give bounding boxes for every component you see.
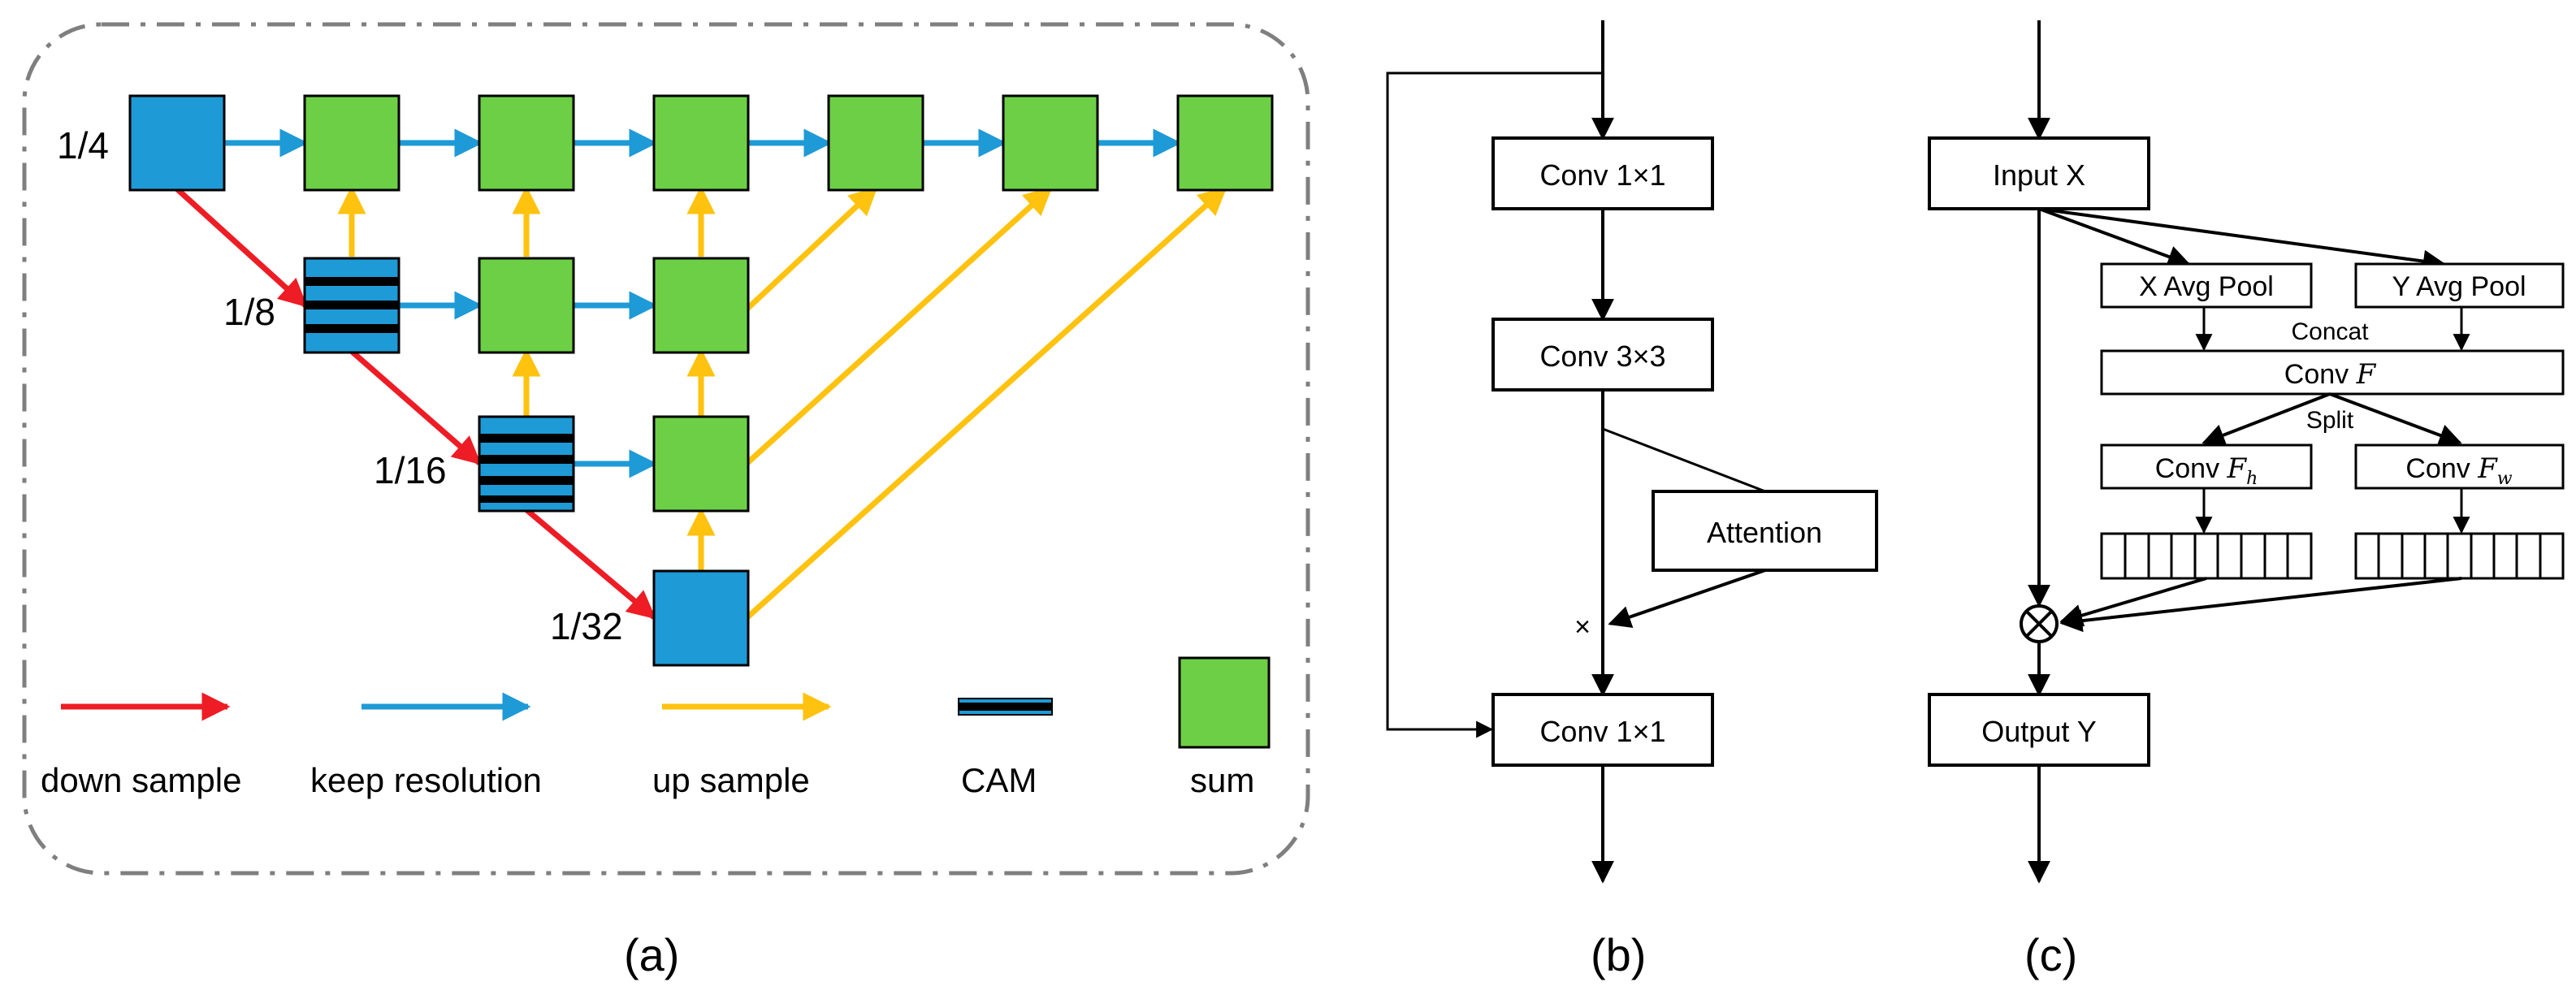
conv3x3-label: Conv 3×3 [1539,340,1665,373]
legend-keep-label: keep resolution [310,761,542,799]
attention-label: Attention [1707,516,1822,549]
y-avg-pool-label: Y Avg Pool [2392,271,2526,302]
panel-b [1386,20,1878,884]
attention-box [1652,490,1878,572]
cam-block-1-8 [303,257,400,354]
caption-a: (a) [624,929,679,980]
conv-fh-label: Conv Fh [2155,452,2258,489]
input-label: Input X [1993,158,2085,192]
scale-label-1-16: 1/16 [374,449,447,491]
conv1x1-top-box [1491,136,1714,210]
input-box [1928,136,2150,210]
conv1x1-top-label: Conv 1×1 [1539,158,1665,192]
up-arrow-d1 [745,186,878,311]
output-box [1928,693,2150,767]
split-label: Split [2306,407,2354,434]
sum-block-r1-6 [1176,94,1274,192]
sum-block-r1-5 [1002,94,1099,192]
conv-fw-box [2354,443,2565,490]
multiply-circle-icon [2020,604,2059,643]
conv-fw-label: Conv Fw [2405,452,2512,489]
feature-block-1-32 [652,569,750,667]
down-arrow-2 [347,347,482,465]
legend-up-label: up sample [652,761,810,799]
up-arrow-d2 [745,186,1053,465]
conv-f-label: Conv F [2284,358,2377,391]
sum-block-r3-1 [652,415,750,513]
panel-c [1928,20,2565,884]
sum-block-r1-3 [652,94,750,192]
caption-c: (c) [2024,929,2077,980]
x-avg-pool-label: X Avg Pool [2139,271,2274,302]
conv1x1-bottom-label: Conv 1×1 [1539,715,1665,748]
panel-a: 1/4 1/8 1/16 1/32 down sample keep resol… [22,22,1310,980]
sum-block-r2-1 [478,257,575,354]
multiply-symbol: × [1574,612,1591,642]
scale-label-1-8: 1/8 [223,291,275,333]
sum-block-r1-4 [827,94,924,192]
attention-map-h [2100,532,2313,580]
up-arrow-d3 [745,186,1227,620]
output-label: Output Y [1981,715,2096,748]
legend-cam-swatch [958,698,1053,716]
legend-down-label: down sample [41,761,241,799]
legend-cam-label: CAM [961,761,1037,799]
feature-block-1-4 [128,94,226,192]
caption-b: (b) [1591,929,1646,980]
y-avg-pool-box [2354,262,2565,309]
x-avg-pool-box [2100,262,2313,309]
down-arrow-3 [522,505,656,620]
attention-map-w [2354,532,2565,580]
conv-fh-box [2100,443,2313,490]
panel-a-frame [22,22,1310,876]
scale-label-1-4: 1/4 [57,124,109,167]
down-arrow-1 [172,184,308,308]
sum-block-r1-1 [303,94,400,192]
cam-block-1-16 [478,415,575,513]
legend-sum-label: sum [1190,761,1254,799]
legend-sum-swatch [1178,656,1271,749]
sum-block-r2-2 [652,257,750,354]
concat-label: Concat [2291,318,2369,345]
sum-block-r1-2 [478,94,575,192]
scale-label-1-32: 1/32 [550,605,623,647]
conv-f-box [2100,349,2565,396]
